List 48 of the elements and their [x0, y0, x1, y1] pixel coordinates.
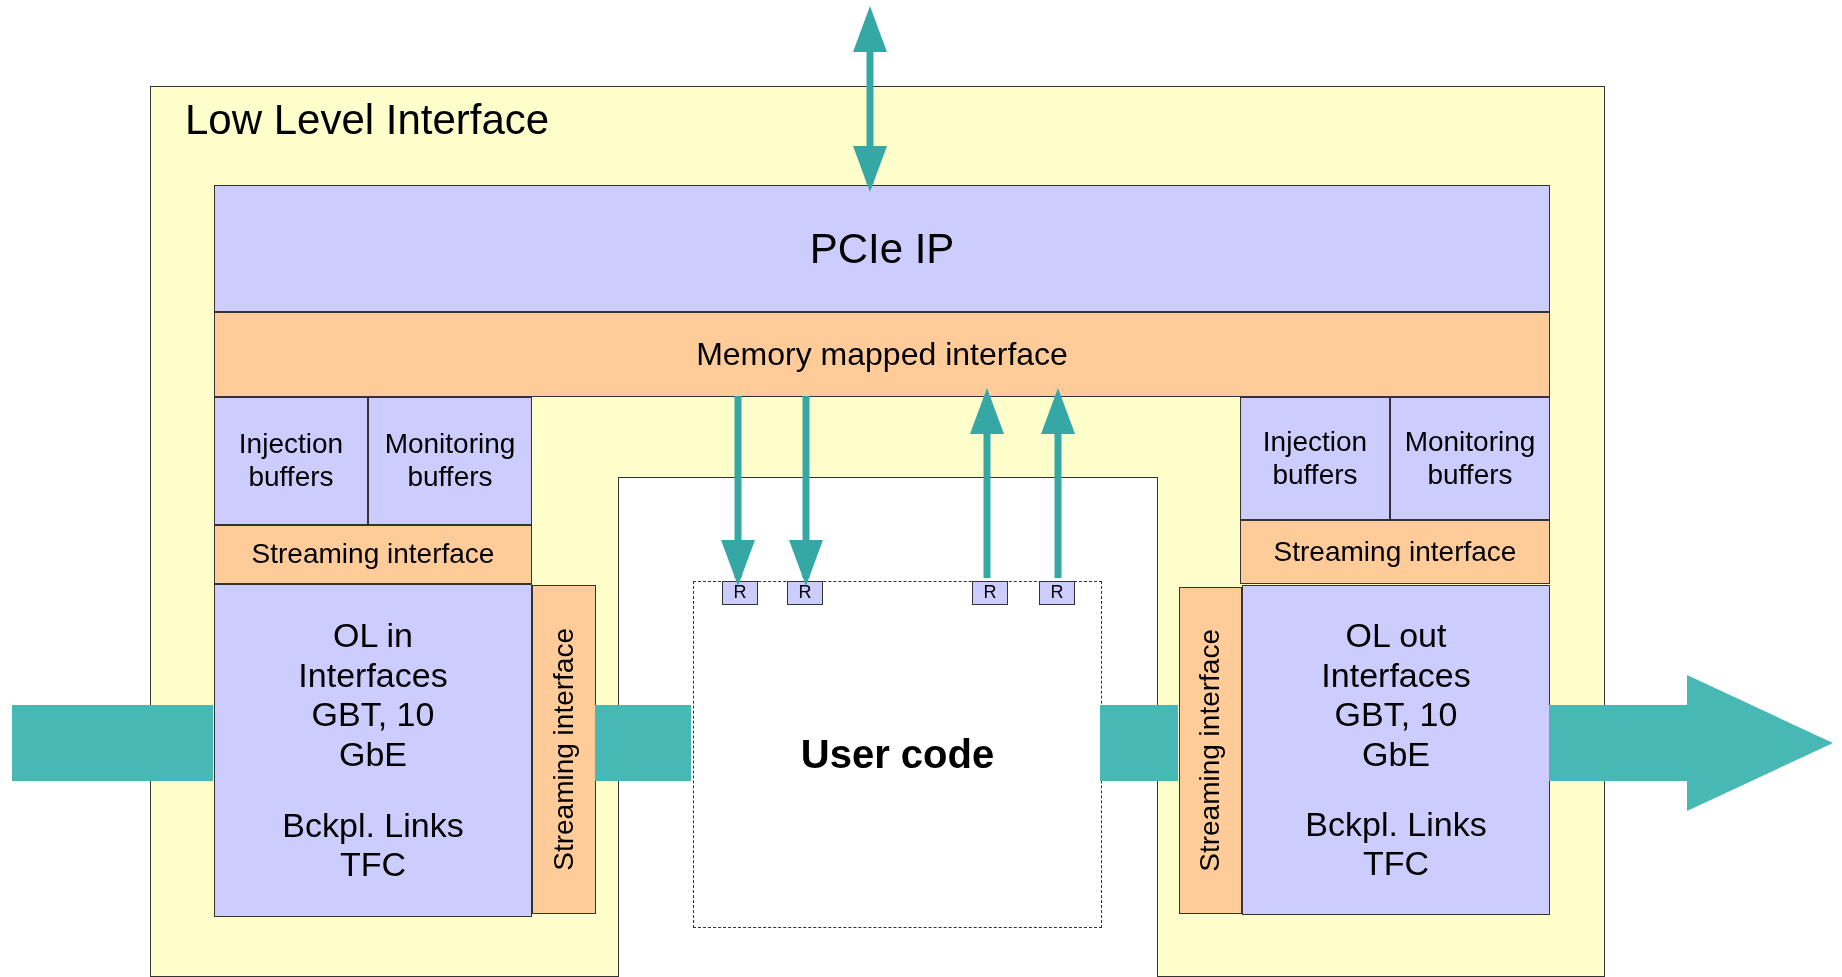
block-label: Bckpl. Links TFC	[281, 805, 465, 886]
arrow	[721, 396, 755, 586]
interface-box	[214, 584, 532, 917]
register-box	[972, 581, 1008, 605]
data-flow-band	[595, 705, 691, 781]
block-label: Streaming interface	[1194, 629, 1227, 872]
block-label: OL in Interfaces GBT, 10 GbE	[297, 615, 449, 775]
block-label: R	[983, 582, 997, 604]
buffer-box	[1240, 397, 1390, 520]
block-label: OL out Interfaces GBT, 10 GbE	[1320, 615, 1472, 775]
block-label: PCIe IP	[809, 223, 955, 274]
block-label: Monitoring buffers	[383, 428, 517, 494]
buffer-box	[1390, 397, 1550, 520]
code-label: User code	[800, 731, 995, 778]
block-label: R	[733, 582, 747, 604]
user-code-area	[618, 477, 1158, 977]
panel-title: Low Level Interface	[185, 95, 550, 145]
interface-bar	[214, 312, 1550, 397]
buffer-box	[368, 397, 532, 525]
arrow	[789, 396, 823, 586]
block-label: Streaming interface	[1273, 535, 1517, 569]
interface-bar	[214, 525, 532, 584]
register-box	[1039, 581, 1075, 605]
interface-bar	[1179, 587, 1242, 914]
block-label: Bckpl. Links TFC	[1304, 804, 1488, 885]
block-label: Streaming interface	[547, 628, 580, 871]
data-flow-band	[1100, 705, 1178, 781]
interface-box	[1242, 585, 1550, 915]
buffer-box	[214, 397, 368, 525]
pcie-block	[214, 185, 1550, 312]
data-flow-band	[12, 705, 213, 781]
block-label: R	[798, 582, 812, 604]
register-box	[787, 581, 823, 605]
register-box	[722, 581, 758, 605]
user-code-box	[693, 581, 1102, 928]
interface-bar	[532, 585, 596, 914]
block-label: R	[1050, 582, 1064, 604]
block-label: Memory mapped interface	[696, 335, 1068, 374]
block-label: Injection buffers	[237, 428, 345, 494]
arrow	[1041, 388, 1075, 578]
data-flow-band	[1549, 675, 1833, 811]
interface-panel	[150, 86, 1605, 977]
block-label: Injection buffers	[1261, 425, 1369, 492]
arrow	[853, 6, 887, 192]
block-label: Streaming interface	[251, 538, 495, 571]
block-label: Monitoring buffers	[1403, 425, 1537, 492]
arrow	[970, 388, 1004, 578]
interface-bar	[1240, 520, 1550, 584]
